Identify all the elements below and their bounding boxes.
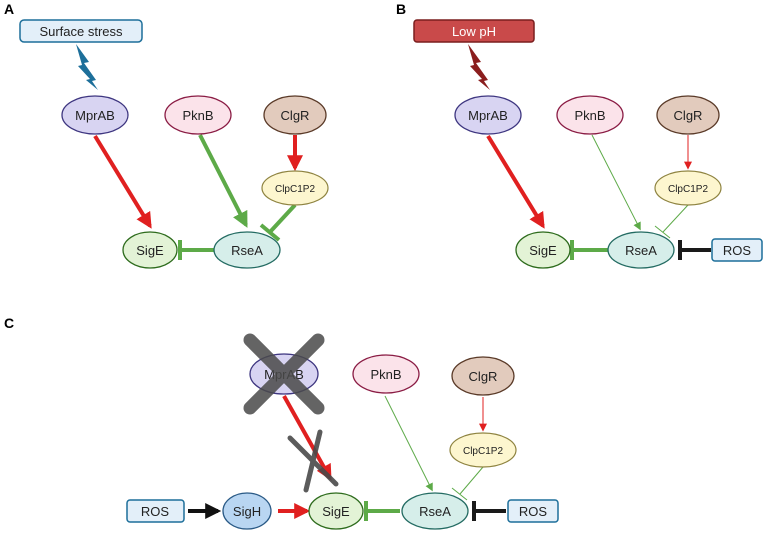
- node-clgr: ClgR: [263, 95, 327, 135]
- node-sige: SigE: [515, 231, 571, 269]
- node-pknb: PknB: [556, 95, 624, 135]
- node-rsea-label: RseA: [419, 504, 451, 519]
- blocked-arrow-cross-icon: [287, 429, 339, 493]
- arrow-pknb-to-rsea: [591, 134, 641, 231]
- surface-stress-box: Surface stress: [19, 19, 143, 43]
- arrow-pknb-to-rsea: [198, 134, 248, 228]
- node-clgr-label: ClgR: [281, 108, 310, 123]
- node-mprab-label: MprAB: [468, 108, 508, 123]
- node-sige: SigE: [122, 231, 178, 269]
- node-sige-label: SigE: [322, 504, 350, 519]
- node-clpc1p2: ClpC1P2: [261, 170, 329, 206]
- inhibit-clpc-to-rsea-bar: [451, 487, 468, 501]
- arrow-pknb-to-rsea: [384, 395, 433, 492]
- node-sige-label: SigE: [136, 243, 164, 258]
- node-rsea: RseA: [607, 231, 675, 269]
- node-clgr-label: ClgR: [674, 108, 703, 123]
- knockout-cross-icon: [243, 333, 325, 415]
- node-pknb: PknB: [164, 95, 232, 135]
- node-clgr: ClgR: [451, 356, 515, 396]
- arrow-mprab-to-sige: [282, 395, 332, 481]
- arrow-mprab-to-sige: [486, 134, 545, 229]
- node-mprab-label: MprAB: [75, 108, 115, 123]
- node-sigh-label: SigH: [233, 504, 261, 519]
- node-pknb-label: PknB: [182, 108, 213, 123]
- node-pknb: PknB: [352, 354, 420, 394]
- node-clpc1p2-label: ClpC1P2: [463, 446, 503, 457]
- ros-box-right: ROS: [507, 499, 559, 523]
- node-rsea-label: RseA: [625, 243, 657, 258]
- ros-box-left: ROS: [126, 499, 185, 523]
- ros-left-label: ROS: [141, 504, 170, 519]
- node-clpc1p2: ClpC1P2: [654, 170, 722, 206]
- node-rsea: RseA: [213, 231, 281, 269]
- inhibit-clpc-to-rsea: [662, 204, 689, 233]
- node-mprab: MprAB: [61, 95, 129, 135]
- inhibit-clpc-to-rsea-bar: [654, 225, 671, 239]
- node-clpc1p2-label: ClpC1P2: [668, 184, 708, 195]
- arrow-mprab-to-sige: [93, 134, 152, 229]
- surface-stress-label: Surface stress: [39, 24, 123, 39]
- node-clpc1p2: ClpC1P2: [449, 432, 517, 468]
- low-ph-box: Low pH: [413, 19, 535, 43]
- ros-box: ROS: [711, 238, 763, 262]
- panel-b: B Low pH MprAB PknB ClgR ClpC1P2: [396, 1, 763, 269]
- inhibit-clpc-to-rsea: [268, 203, 297, 234]
- node-pknb-label: PknB: [370, 367, 401, 382]
- panel-a: A Surface stress MprAB PknB ClgR: [4, 1, 329, 269]
- panel-c: C MprAB PknB ClgR ClpC1P2 Si: [4, 315, 559, 530]
- node-rsea: RseA: [401, 492, 469, 530]
- panel-c-letter: C: [4, 315, 14, 331]
- inhibit-clpc-to-rsea: [459, 466, 484, 495]
- node-clgr: ClgR: [656, 95, 720, 135]
- inhibit-clpc-to-rsea-bar: [259, 223, 281, 242]
- node-clpc1p2-label: ClpC1P2: [275, 184, 315, 195]
- node-sige: SigE: [308, 492, 364, 530]
- node-clgr-label: ClgR: [469, 369, 498, 384]
- lightning-bolt-icon: [76, 44, 98, 90]
- lightning-bolt-icon: [468, 44, 490, 90]
- low-ph-label: Low pH: [452, 24, 496, 39]
- node-mprab: MprAB: [454, 95, 522, 135]
- node-pknb-label: PknB: [574, 108, 605, 123]
- node-sigh: SigH: [222, 492, 272, 530]
- panel-b-letter: B: [396, 1, 406, 17]
- node-rsea-label: RseA: [231, 243, 263, 258]
- ros-label: ROS: [723, 243, 752, 258]
- ros-right-label: ROS: [519, 504, 548, 519]
- node-sige-label: SigE: [529, 243, 557, 258]
- panel-a-letter: A: [4, 1, 14, 17]
